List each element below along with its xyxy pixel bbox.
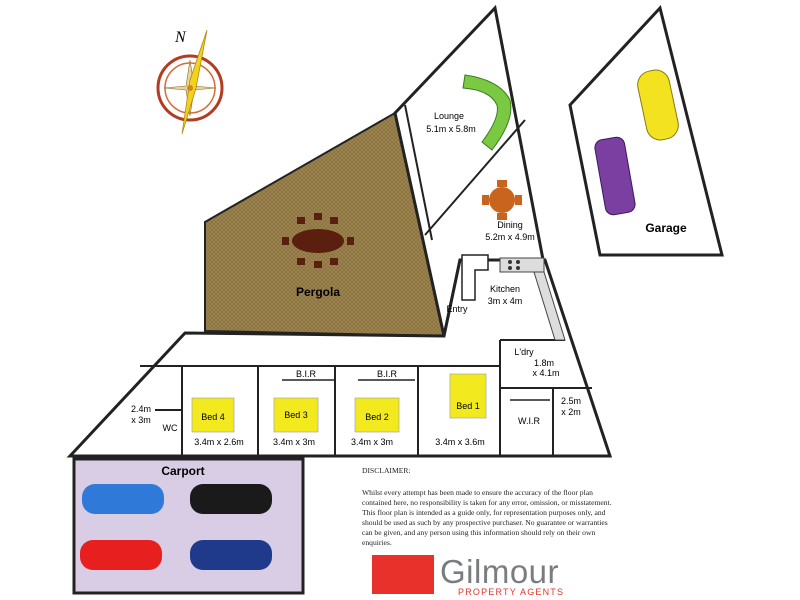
- disclaimer-body: Whilst every attempt has been made to en…: [362, 488, 612, 547]
- wc-label: WC: [163, 423, 178, 433]
- bed-4-size: 3.4m x 2.6m: [194, 437, 244, 447]
- bed-2-label: Bed 2: [365, 412, 389, 422]
- lounge-size: 5.1m x 5.8m: [426, 124, 476, 134]
- ensuite-size-2: x 2m: [561, 407, 581, 417]
- entry-label: Entry: [446, 304, 468, 314]
- compass: N: [156, 29, 224, 135]
- disclaimer: DISCLAIMER: Whilst every attempt has bee…: [362, 466, 612, 548]
- bed-4-mark: [191, 397, 235, 433]
- disclaimer-title: DISCLAIMER:: [362, 466, 411, 475]
- living-wing: [393, 4, 547, 337]
- lounge-label: Lounge: [434, 111, 464, 121]
- kitchen-size: 3m x 4m: [488, 296, 523, 306]
- north-label: N: [174, 29, 187, 46]
- garage-label: Garage: [645, 221, 687, 235]
- kitchen-benches: [461, 254, 566, 341]
- dining-size: 5.2m x 4.9m: [485, 232, 535, 242]
- bed-4-label: Bed 4: [201, 412, 225, 422]
- ensuite-size: 2.5m: [561, 396, 581, 406]
- bed-3-mark: [273, 397, 319, 433]
- bath-size-2: x 3m: [131, 415, 151, 425]
- dining-table: [482, 180, 522, 220]
- pergola-label: Pergola: [296, 285, 340, 299]
- bir-3-label: B.I.R: [296, 369, 317, 379]
- logo-tagline: PROPERTY AGENTS: [458, 587, 565, 597]
- sofa: [462, 74, 512, 151]
- bed-1-mark: [449, 373, 487, 419]
- carport-label: Carport: [161, 464, 204, 478]
- bed-2-size: 3.4m x 3m: [351, 437, 393, 447]
- garage: [568, 4, 724, 257]
- laundry-size: 1.8m: [534, 358, 554, 368]
- kitchen-label: Kitchen: [490, 284, 520, 294]
- logo-mark: [372, 555, 434, 594]
- pergola-dining-table: [282, 213, 354, 268]
- bed-1-size: 3.4m x 3.6m: [435, 437, 485, 447]
- laundry-label: L'dry: [514, 347, 534, 357]
- carport: [72, 457, 305, 595]
- dining-label: Dining: [497, 220, 523, 230]
- bath-size: 2.4m: [131, 404, 151, 414]
- bed-2-mark: [354, 397, 400, 433]
- agency-logo: Gilmour PROPERTY AGENTS: [372, 553, 587, 597]
- wir-label: W.I.R: [518, 416, 540, 426]
- bir-2-label: B.I.R: [377, 369, 398, 379]
- laundry-size-2: x 4.1m: [532, 368, 559, 378]
- logo-name: Gilmour: [440, 553, 560, 590]
- bed-3-size: 3.4m x 3m: [273, 437, 315, 447]
- bed-1-label: Bed 1: [456, 401, 480, 411]
- bed-3-label: Bed 3: [284, 410, 308, 420]
